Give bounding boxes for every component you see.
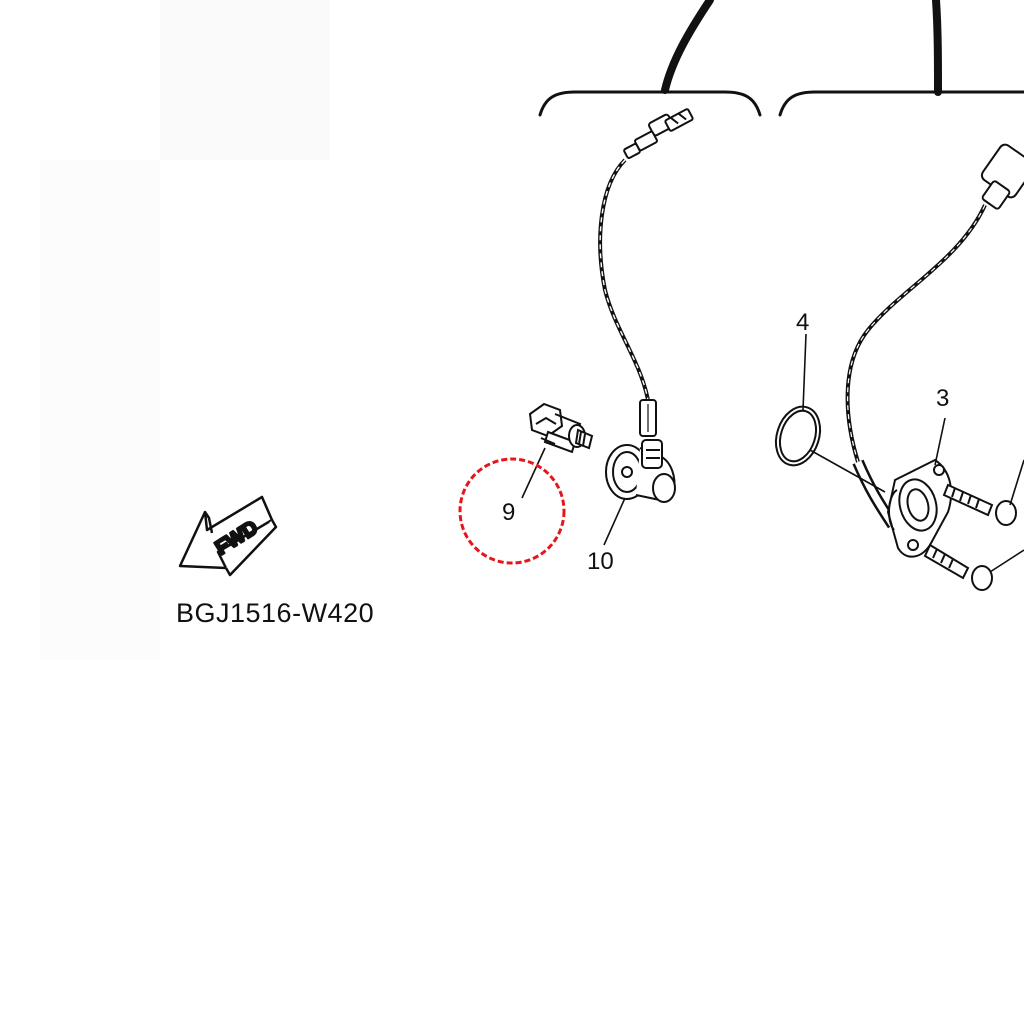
highlight-circle [458,457,566,565]
part-3-sensor-assembly[interactable] [845,142,1024,591]
leader-lines [521,333,1024,573]
background-block [160,0,330,160]
fwd-arrow-icon: FWD [178,495,278,577]
part-3-bolt-upper [942,483,1017,526]
callout-4[interactable]: 4 [796,309,809,336]
leader-3-bolt-2 [989,549,1024,573]
bracket-left [538,90,762,117]
part-10-sensor[interactable] [598,108,694,503]
part-9-switch[interactable] [528,402,594,454]
callout-3[interactable]: 3 [936,385,949,412]
callout-10[interactable]: 10 [587,548,614,575]
leader-3 [934,417,946,466]
background-block [40,160,160,660]
part-10-connector [623,108,694,159]
part-4-o-ring[interactable] [771,403,824,468]
bracket-right [778,90,1024,117]
leader-10 [603,497,626,546]
part-3-bolt-lower [923,543,993,591]
leader-3-bolt [1009,459,1024,506]
callout-9[interactable]: 9 [502,499,515,526]
reference-code: BGJ1516-W420 [176,598,375,628]
leader-4-hose [809,449,886,493]
upper-harness-lines [661,0,942,96]
leader-9 [521,447,546,499]
leader-4 [802,333,807,411]
